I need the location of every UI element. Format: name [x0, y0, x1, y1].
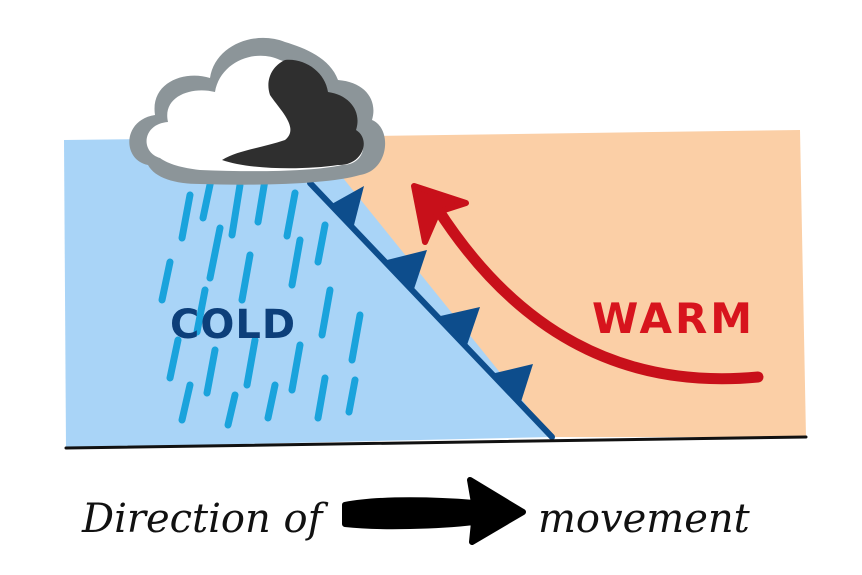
rising-warm-air-arrow	[411, 183, 764, 385]
warm-label: WARM	[592, 294, 755, 343]
cold-front-symbol	[307, 180, 555, 440]
direction-arrow	[342, 477, 526, 545]
caption-movement: movement	[538, 496, 751, 542]
cold-label: COLD	[170, 302, 296, 348]
ground-line	[64, 435, 808, 450]
rain-streaks	[158, 176, 364, 429]
caption-direction-of: Direction of	[81, 496, 329, 542]
storm-cloud-icon	[129, 37, 386, 185]
